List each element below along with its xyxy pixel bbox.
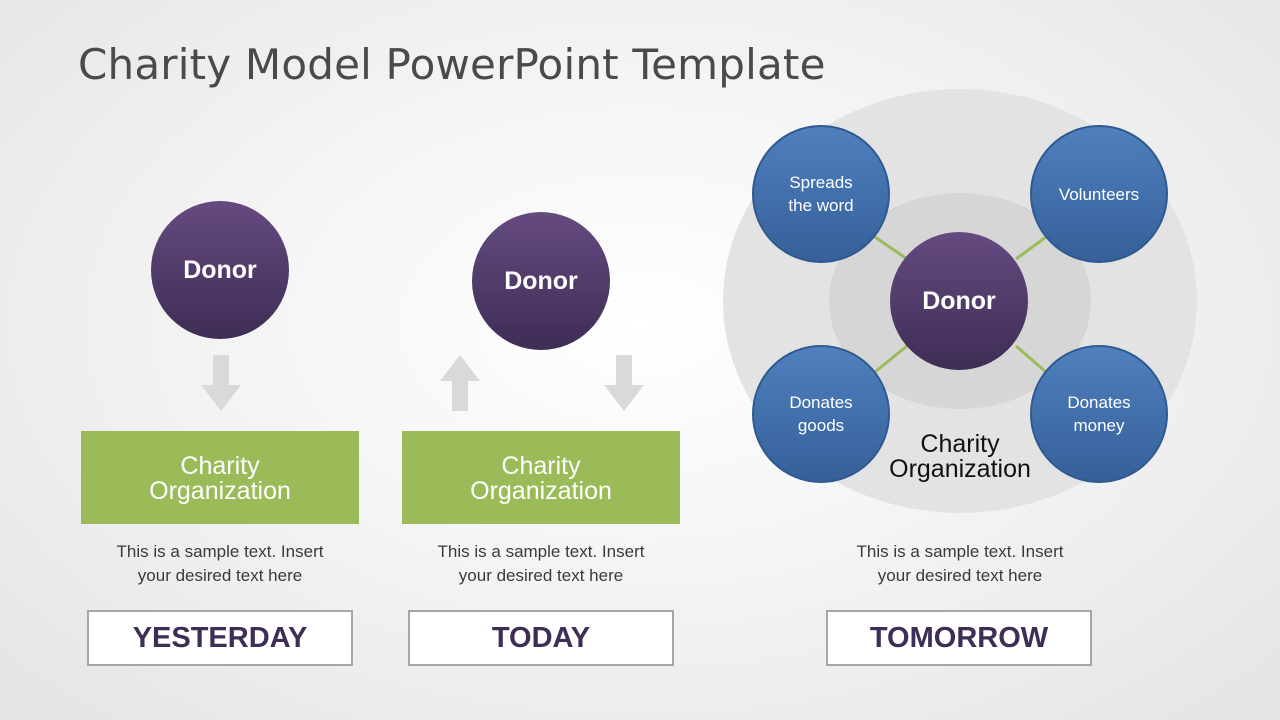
charity-organization-label-tomorrow: Charity Organization — [889, 430, 1031, 483]
connector-goods — [874, 344, 908, 374]
donor-circle-today: Donor — [472, 212, 610, 350]
arrow-down-icon — [201, 355, 241, 411]
arrow-up-icon — [440, 355, 480, 411]
node-donates-goods: Donates goods — [752, 345, 890, 483]
page-title: Charity Model PowerPoint Template — [78, 40, 826, 89]
donor-circle-tomorrow: Donor — [890, 232, 1028, 370]
label-yesterday: YESTERDAY — [87, 610, 353, 666]
label-today: TODAY — [408, 610, 674, 666]
label-tomorrow: TOMORROW — [826, 610, 1092, 666]
connector-money — [1015, 344, 1047, 374]
donor-circle-yesterday: Donor — [151, 201, 289, 339]
node-spreads-the-word: Spreads the word — [752, 125, 890, 263]
node-volunteers: Volunteers — [1030, 125, 1168, 263]
node-donates-money: Donates money — [1030, 345, 1168, 483]
charity-organization-box-today: Charity Organization — [402, 431, 680, 524]
charity-organization-box-yesterday: Charity Organization — [81, 431, 359, 524]
arrow-down-icon — [604, 355, 644, 411]
connector-spreads — [874, 235, 908, 261]
sample-text-tomorrow: This is a sample text. Insert your desir… — [856, 542, 1064, 585]
sample-text-today: This is a sample text. Insert your desir… — [437, 542, 645, 585]
connector-volunteers — [1015, 235, 1047, 261]
sample-text-yesterday: This is a sample text. Insert your desir… — [116, 542, 324, 585]
